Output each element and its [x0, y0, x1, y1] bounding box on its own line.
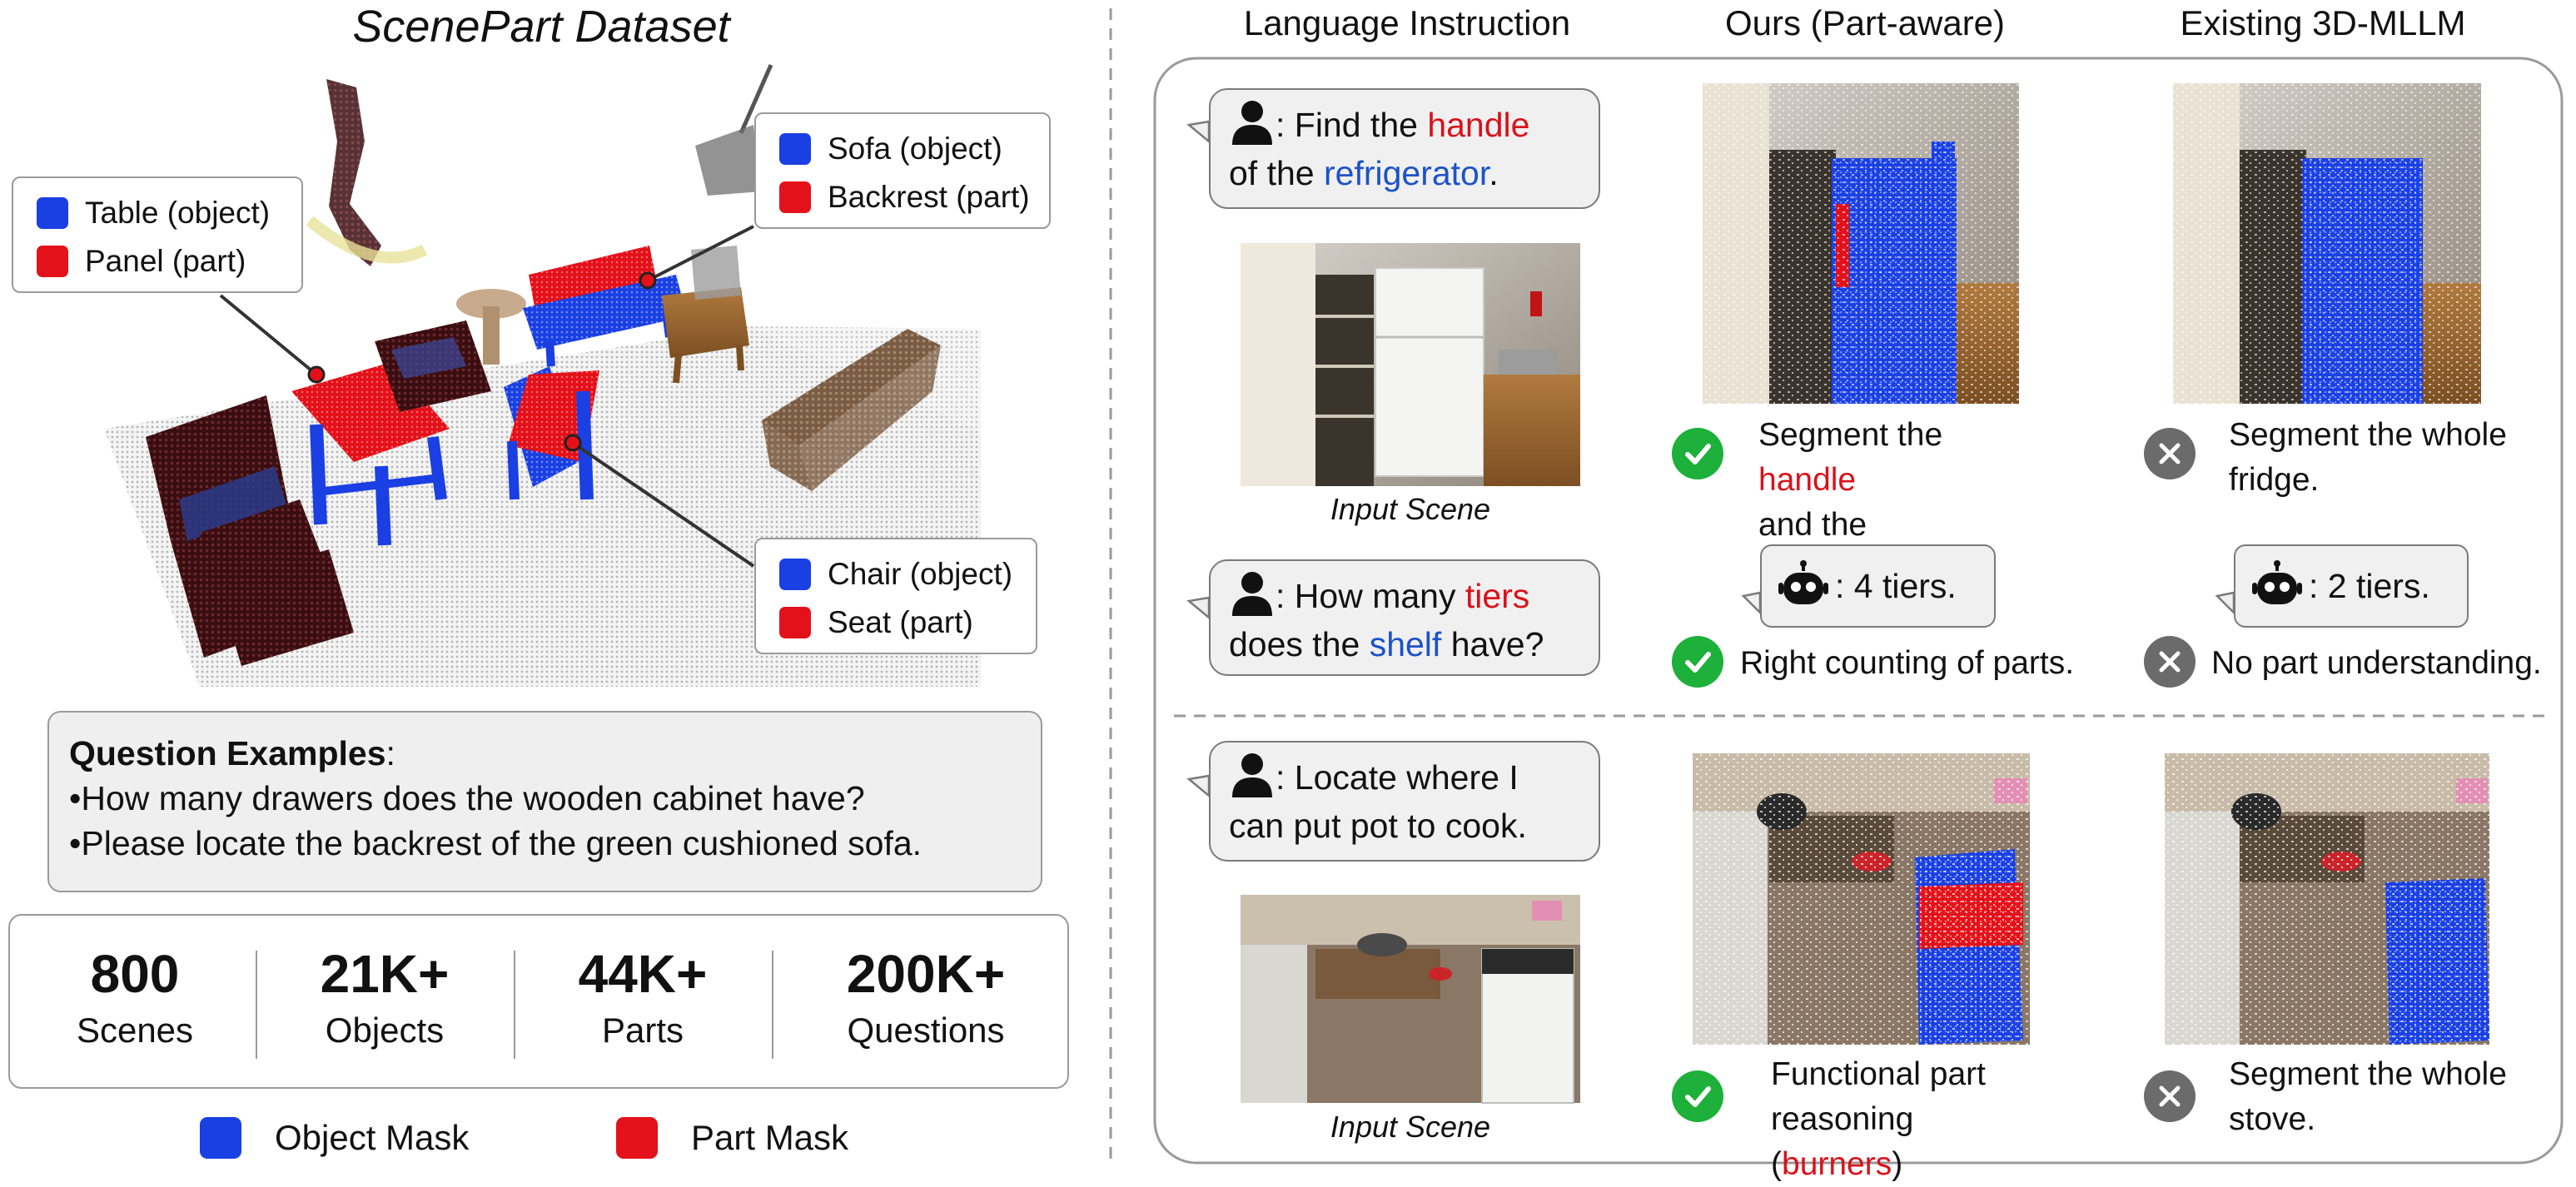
legend-part-mask: Part Mask — [616, 1116, 848, 1160]
object-mask-swatch — [200, 1117, 241, 1159]
stat-scenes: 800 Scenes — [76, 944, 194, 1050]
input-scene-caption-2: Input Scene — [1330, 1110, 1491, 1144]
instruction-bubble-3: : Locate where I can put pot to cook. — [1209, 741, 1600, 862]
dataset-stats: 800 Scenes 21K+ Objects 44K+ Parts 200K+… — [8, 914, 1069, 1089]
object-swatch — [37, 197, 68, 229]
dark-chair-back — [375, 320, 491, 412]
user-icon — [1229, 751, 1276, 797]
header-ours: Ours (Part-aware) — [1724, 3, 2006, 42]
cross-icon — [2144, 636, 2196, 688]
part-mask-swatch — [616, 1117, 658, 1159]
stool — [456, 289, 526, 365]
user-icon — [1229, 569, 1276, 616]
chair-label: Chair (object) Seat (part) — [754, 538, 1037, 654]
chair — [504, 366, 599, 500]
object-swatch — [779, 559, 811, 590]
cross-icon — [2144, 1070, 2196, 1122]
instruction-bubble-1: : Find the handle of the refrigerator. — [1209, 88, 1600, 209]
question-examples-title: Question Examples — [69, 734, 386, 772]
part-swatch — [779, 181, 811, 213]
ours-result-2-text: Right counting of parts. — [1740, 645, 2075, 681]
sofa-label: Sofa (object) Backrest (part) — [754, 112, 1051, 229]
ours-answer-bubble: : 4 tiers. — [1760, 544, 1996, 628]
point-cloud-scene — [104, 63, 981, 687]
instruction-bubble-2: : How many tiers does the shelf have? — [1209, 559, 1600, 676]
question-item: •Please locate the backrest of the green… — [69, 824, 922, 862]
user-icon — [1229, 98, 1276, 145]
existing-answer-bubble: : 2 tiers. — [2234, 544, 2469, 628]
cross-icon — [2144, 428, 2196, 479]
part-swatch — [779, 607, 811, 638]
stat-questions: 200K+ Questions — [846, 944, 1006, 1050]
wooden-bench — [762, 329, 941, 491]
input-scene-caption-1: Input Scene — [1330, 492, 1491, 526]
check-icon — [1672, 428, 1723, 479]
check-icon — [1672, 1070, 1723, 1122]
input-scene-1 — [1241, 243, 1580, 486]
armchair-left — [146, 395, 354, 666]
input-scene-2 — [1241, 895, 1580, 1104]
header-existing: Existing 3D-MLLM — [2180, 3, 2466, 42]
legend-object-mask: Object Mask — [200, 1116, 469, 1160]
existing-result-2-text: No part understanding. — [2211, 645, 2542, 681]
small-cabinet — [662, 246, 749, 384]
examples-panel — [1153, 57, 2564, 1165]
dataset-title: ScenePart Dataset — [352, 2, 730, 52]
header-language-instruction: Language Instruction — [1243, 3, 1571, 42]
existing-result-1-text: Segment the whole fridge. — [2229, 417, 2507, 498]
robot-icon — [1777, 559, 1830, 613]
question-item: •How many drawers does the wooden cabine… — [69, 779, 865, 817]
table-label: Table (object) Panel (part) — [12, 176, 303, 293]
chandelier-right — [695, 63, 773, 196]
stat-parts: 44K+ Parts — [578, 944, 708, 1050]
robot-icon — [2250, 559, 2304, 613]
existing-result-2 — [2165, 753, 2489, 1045]
ours-result-3-text: Functional part reasoning (burners) — [1771, 1056, 1986, 1182]
ours-result-1 — [1703, 83, 2019, 404]
part-swatch — [37, 246, 68, 277]
object-swatch — [779, 133, 811, 165]
existing-result-3-text: Segment the whole stove. — [2229, 1056, 2507, 1137]
existing-result-1 — [2173, 83, 2481, 404]
check-icon — [1672, 636, 1723, 688]
stat-objects: 21K+ Objects — [320, 944, 450, 1050]
ours-result-2 — [1693, 753, 2030, 1045]
question-examples: Question Examples: •How many drawers doe… — [47, 711, 1042, 892]
chandelier-left — [306, 79, 428, 266]
